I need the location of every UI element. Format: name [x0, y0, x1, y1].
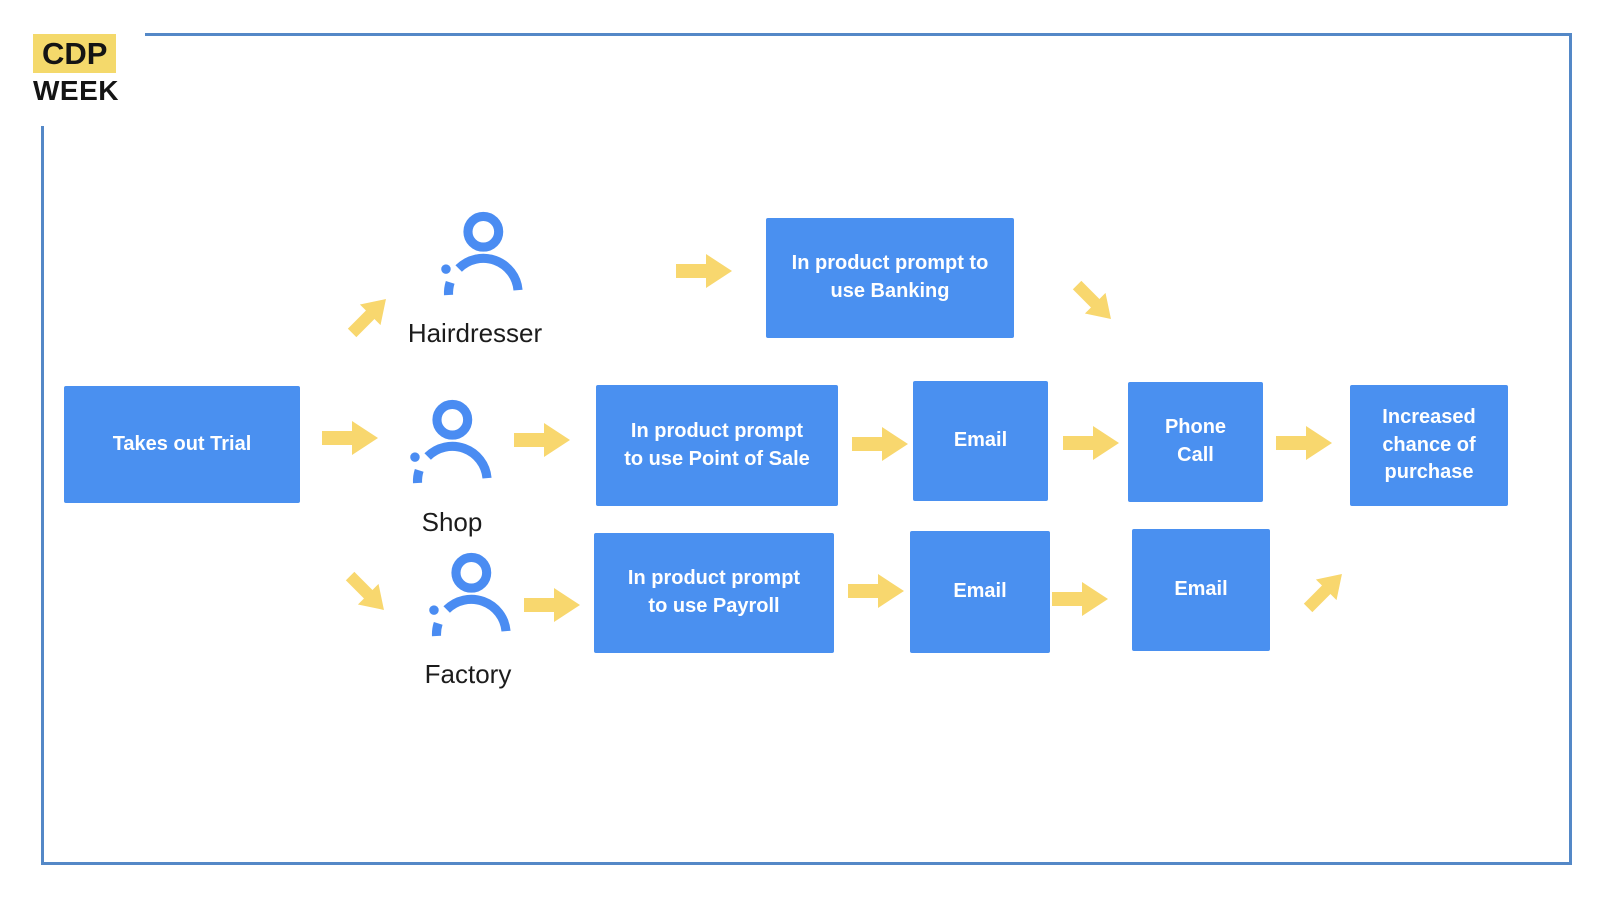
logo-line-week: WEEK	[33, 75, 119, 106]
logo-line-cdp: CDP	[33, 34, 117, 73]
node-takes-out-trial: Takes out Trial	[64, 386, 300, 503]
arrow-right-icon	[1276, 426, 1332, 460]
arrow-right-icon	[514, 423, 570, 457]
content-frame-border	[41, 33, 1572, 865]
persona-label-factory: Factory	[424, 659, 512, 689]
node-phone-call: Phone Call	[1128, 382, 1263, 502]
node-email-bottom-first: Email	[910, 531, 1050, 653]
node-increased-chance-of-purchase: Increased chance of purchase	[1350, 385, 1508, 506]
arrow-right-icon	[524, 588, 580, 622]
arrow-up-right-icon	[347, 299, 386, 338]
persona-label-shop: Shop	[421, 507, 483, 537]
cdp-week-logo: CDP WEEK	[0, 0, 145, 126]
person-icon	[441, 211, 523, 296]
arrow-right-icon	[322, 421, 378, 455]
persona-label-hairdresser: Hairdresser	[407, 318, 543, 348]
node-prompt-banking: In product prompt to use Banking	[766, 218, 1014, 338]
arrow-right-icon	[848, 574, 904, 608]
arrow-right-icon	[676, 254, 732, 288]
arrow-down-right-icon	[1072, 280, 1111, 319]
node-prompt-point-of-sale: In product prompt to use Point of Sale	[596, 385, 838, 506]
arrow-right-icon	[1063, 426, 1119, 460]
arrow-right-icon	[852, 427, 908, 461]
arrow-up-right-icon	[1303, 574, 1342, 613]
arrow-right-icon	[1052, 582, 1108, 616]
node-email-bottom-second: Email	[1132, 529, 1270, 651]
person-icon	[429, 552, 511, 637]
person-icon	[410, 399, 492, 484]
arrow-down-right-icon	[345, 571, 384, 610]
node-email-middle: Email	[913, 381, 1048, 501]
node-prompt-payroll: In product prompt to use Payroll	[594, 533, 834, 653]
